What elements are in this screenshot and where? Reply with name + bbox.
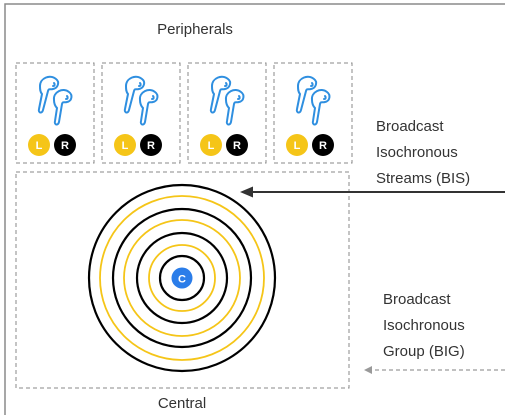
stream-ring: [158, 254, 206, 302]
left-badge: [286, 134, 308, 156]
central-badge-letter: C: [178, 274, 186, 286]
left-badge-letter: L: [208, 140, 215, 152]
right-badge-letter: R: [233, 140, 241, 152]
peripheral-box: [273, 62, 353, 164]
right-badge: [312, 134, 334, 156]
earbuds-icon: [37, 75, 73, 126]
big-line-1: Broadcast: [383, 291, 451, 308]
left-badge: [114, 134, 136, 156]
big-annotation: Broadcast Isochronous Group (BIG): [383, 291, 469, 360]
peripheral-box: [15, 62, 95, 164]
bis-line-2: Isochronous: [376, 144, 458, 161]
central-label: Central: [158, 395, 206, 412]
dashed-arrow-left-icon: [364, 366, 505, 374]
stream-ring: [87, 183, 277, 373]
right-badge: [54, 134, 76, 156]
stream-ring: [123, 219, 241, 337]
earbuds-icon: [123, 75, 159, 126]
left-badge-letter: L: [36, 140, 43, 152]
right-badge: [226, 134, 248, 156]
stream-ring: [111, 207, 253, 349]
right-badge-letter: R: [61, 140, 69, 152]
peripherals-label: Peripherals: [157, 21, 233, 38]
right-badge-letter: R: [319, 140, 327, 152]
central-badge: [171, 267, 193, 289]
stream-ring: [135, 231, 229, 325]
bis-line-3: Streams (BIS): [376, 170, 470, 187]
stream-ring: [148, 244, 216, 312]
left-badge: [200, 134, 222, 156]
stream-ring: [99, 195, 265, 361]
left-badge-letter: L: [122, 140, 129, 152]
isochronous-rings: [87, 183, 277, 373]
bis-line-1: Broadcast: [376, 118, 444, 135]
arrow-left-icon: [240, 186, 505, 198]
peripheral-box: [101, 62, 181, 164]
central-box: [15, 171, 350, 389]
left-badge-letter: L: [294, 140, 301, 152]
bis-annotation: Broadcast Isochronous Streams (BIS): [376, 118, 470, 187]
peripheral-box: [187, 62, 267, 164]
earbuds-icon: [295, 75, 331, 126]
outer-frame: [4, 3, 505, 415]
big-line-2: Isochronous: [383, 317, 465, 334]
right-badge: [140, 134, 162, 156]
earbuds-icon: [209, 75, 245, 126]
left-badge: [28, 134, 50, 156]
right-badge-letter: R: [147, 140, 155, 152]
big-line-3: Group (BIG): [383, 343, 465, 360]
